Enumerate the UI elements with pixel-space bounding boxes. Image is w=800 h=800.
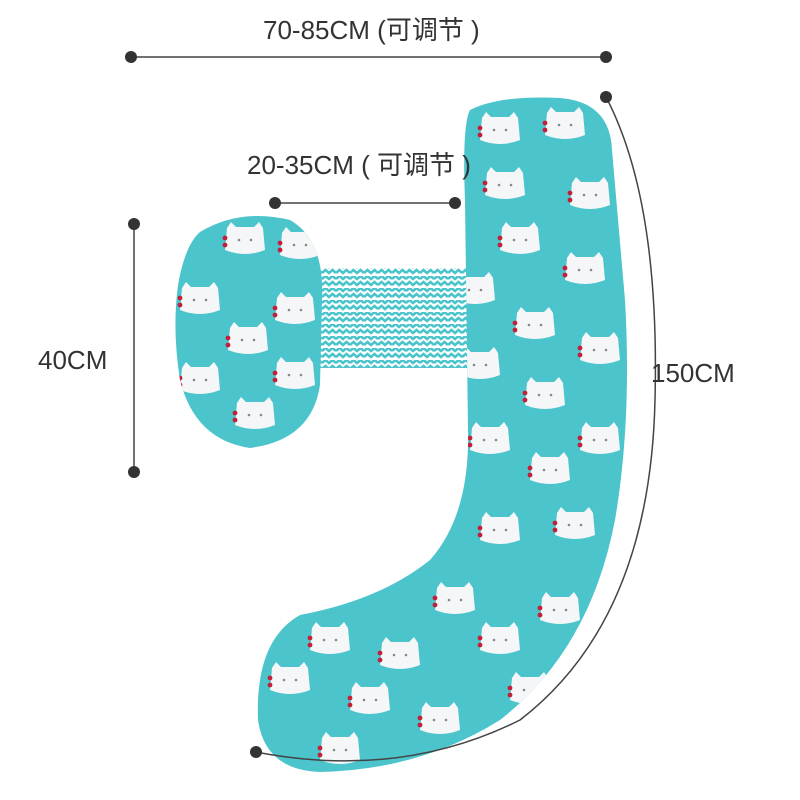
pillow-body (257, 97, 628, 772)
top-width-label: 70-85CM (可调节 ) (263, 15, 480, 45)
total-length-curve (255, 96, 657, 762)
zigzag-strap (312, 268, 472, 368)
strap-width-label: 20-35CM ( 可调节 ) (247, 150, 471, 180)
side-height-label: 40CM (38, 345, 108, 375)
total-length-label: 150CM (651, 358, 735, 388)
side-support-pillow (175, 216, 323, 448)
